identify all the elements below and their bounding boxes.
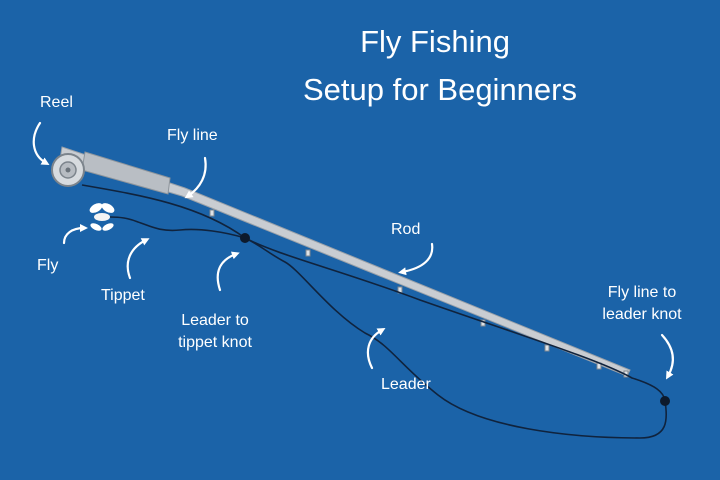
fly-line-to-leader-knot-arrow xyxy=(660,333,674,380)
fly-arrow xyxy=(62,224,88,245)
fly xyxy=(89,203,115,231)
rod-label: Rod xyxy=(391,221,421,238)
reel-label: Reel xyxy=(40,94,73,111)
reel xyxy=(51,153,85,187)
fly-line-to-leader-knot xyxy=(660,396,670,406)
leader-to-tippet-knot-arrow xyxy=(216,251,240,292)
fly-line-label: Fly line xyxy=(167,127,218,144)
fly-label: Fly xyxy=(37,257,59,274)
leader-to-tippet-knot-label-line-2: tippet knot xyxy=(178,334,252,351)
leader xyxy=(244,237,668,439)
reel-arrow xyxy=(32,121,50,165)
fly-line-arrow xyxy=(184,156,207,199)
tippet xyxy=(109,216,246,239)
fly-line xyxy=(81,184,666,402)
rod-arrow xyxy=(398,242,434,276)
leader-label: Leader xyxy=(381,376,431,393)
leader-to-tippet-knot-label-line-1: Leader to xyxy=(181,312,249,329)
page-title-line-1: Fly Fishing xyxy=(360,24,510,59)
leader-to-tippet-knot-label: Leader to tippet knot xyxy=(170,310,260,354)
tippet-arrow xyxy=(126,238,150,280)
leader-to-tippet-knot xyxy=(240,233,250,243)
tippet-label: Tippet xyxy=(101,287,145,304)
leader-arrow xyxy=(366,328,386,370)
fly-line-to-leader-knot-label-line-1: Fly line to xyxy=(607,284,677,301)
fly-line-to-leader-knot-label: Fly line to leader knot xyxy=(594,282,690,326)
page-title-line-2: Setup for Beginners xyxy=(302,72,577,107)
fly-line-to-leader-knot-label-line-2: leader knot xyxy=(602,306,682,323)
